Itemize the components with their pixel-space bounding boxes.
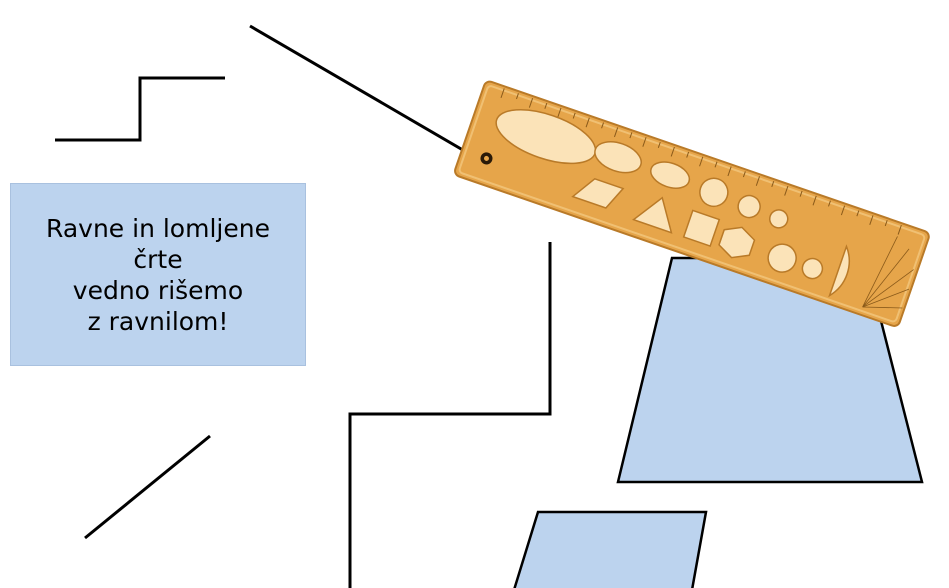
note-line-2: črte: [133, 244, 183, 274]
broken-line-zigzag: [348, 242, 552, 588]
note-line-1: Ravne in lomljene: [46, 213, 270, 243]
broken-line-step: [55, 76, 225, 142]
template-ruler-icon: [454, 80, 930, 327]
rule-note-box: Ravne in lomljene črte vedno rišemo z ra…: [10, 183, 306, 366]
parallelogram-shape: [513, 510, 708, 588]
note-line-3: vedno rišemo: [72, 275, 244, 305]
note-line-4: z ravnilom!: [87, 306, 229, 336]
straight-line-diagonal-top: [249, 24, 481, 162]
straight-line-diagonal-bottom: [84, 434, 211, 540]
